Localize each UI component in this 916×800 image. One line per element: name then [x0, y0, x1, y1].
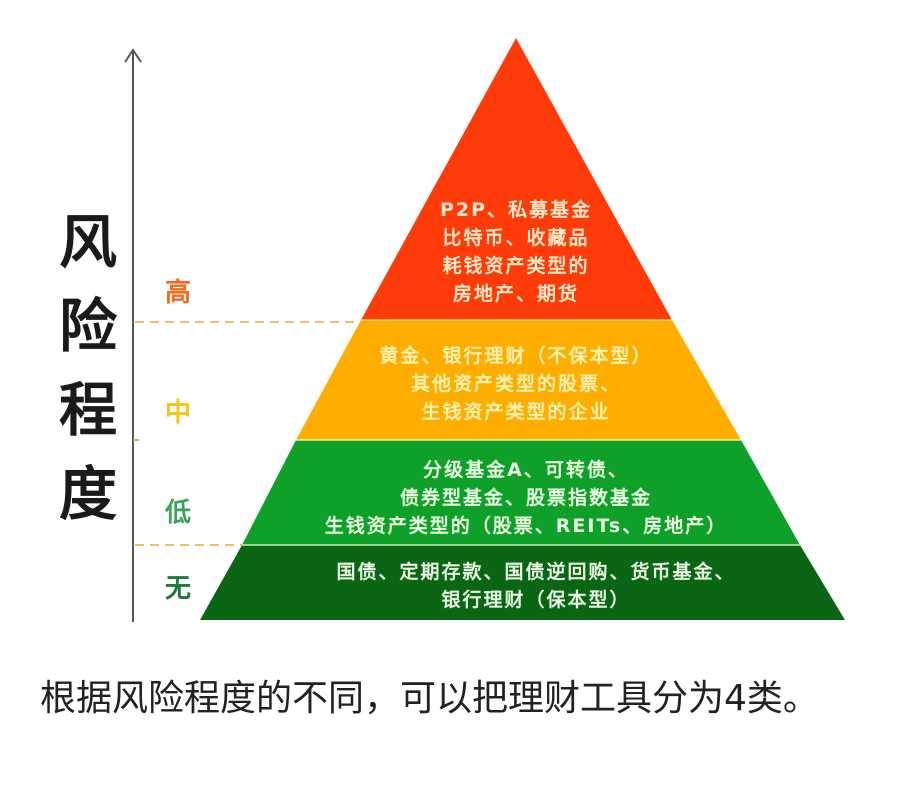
layer-line: 耗钱资产类型的 [442, 255, 590, 277]
axis-title-char: 程 [58, 376, 117, 444]
layer-line: 债券型基金、股票指数基金 [399, 487, 652, 509]
layer-text-medium-risk: 黄金、银行理财（不保本型） 其他资产类型的股票、 生钱资产类型的企业 [316, 342, 716, 426]
layer-line: 比特币、收藏品 [442, 227, 590, 249]
caption-text: 根据风险程度的不同，可以把理财工具分为4类。 [40, 678, 819, 719]
axis-title-char: 度 [58, 460, 117, 528]
layer-line: 生钱资产类型的企业 [421, 401, 611, 423]
layer-line: 房地产、期货 [452, 283, 579, 305]
level-label-none: 无 [164, 574, 191, 604]
level-label-medium: 中 [164, 398, 191, 428]
layer-line: 银行理财（保本型） [441, 589, 631, 611]
layer-text-low-risk: 分级基金A、可转债、 债券型基金、股票指数基金 生钱资产类型的（股票、REITs… [286, 456, 766, 540]
layer-low-risk [242, 440, 800, 545]
layer-medium-risk [296, 320, 741, 440]
layer-no-risk [200, 545, 845, 620]
layer-line: 其他资产类型的股票、 [410, 373, 621, 395]
level-label-high: 高 [164, 278, 191, 308]
layer-text-no-risk: 国债、定期存款、国债逆回购、货币基金、 银行理财（保本型） [286, 558, 786, 614]
level-label-low: 低 [164, 498, 191, 528]
layer-line: 黄金、银行理财（不保本型） [379, 345, 653, 367]
axis-title-char: 风 [58, 208, 117, 276]
layer-line: P2P、私募基金 [439, 199, 593, 221]
axis-title-risk-level: 风 险 程 度 [56, 200, 120, 536]
layer-line: 分级基金A、可转债、 [423, 459, 629, 481]
axis-title-char: 险 [58, 292, 117, 360]
axis-arrow-icon [124, 48, 142, 63]
layer-line: 生钱资产类型的（股票、REITs、房地产） [324, 515, 728, 537]
layer-line: 国债、定期存款、国债逆回购、货币基金、 [336, 561, 736, 583]
layer-text-high-risk: P2P、私募基金 比特币、收藏品 耗钱资产类型的 房地产、期货 [416, 196, 616, 308]
layer-high-risk [361, 38, 672, 320]
risk-pyramid-diagram: 风 险 程 度 高 中 低 无 P2P、私募基金 比特币、收藏品 耗钱资产类型的… [56, 38, 845, 622]
pyramid-svg [124, 38, 845, 622]
